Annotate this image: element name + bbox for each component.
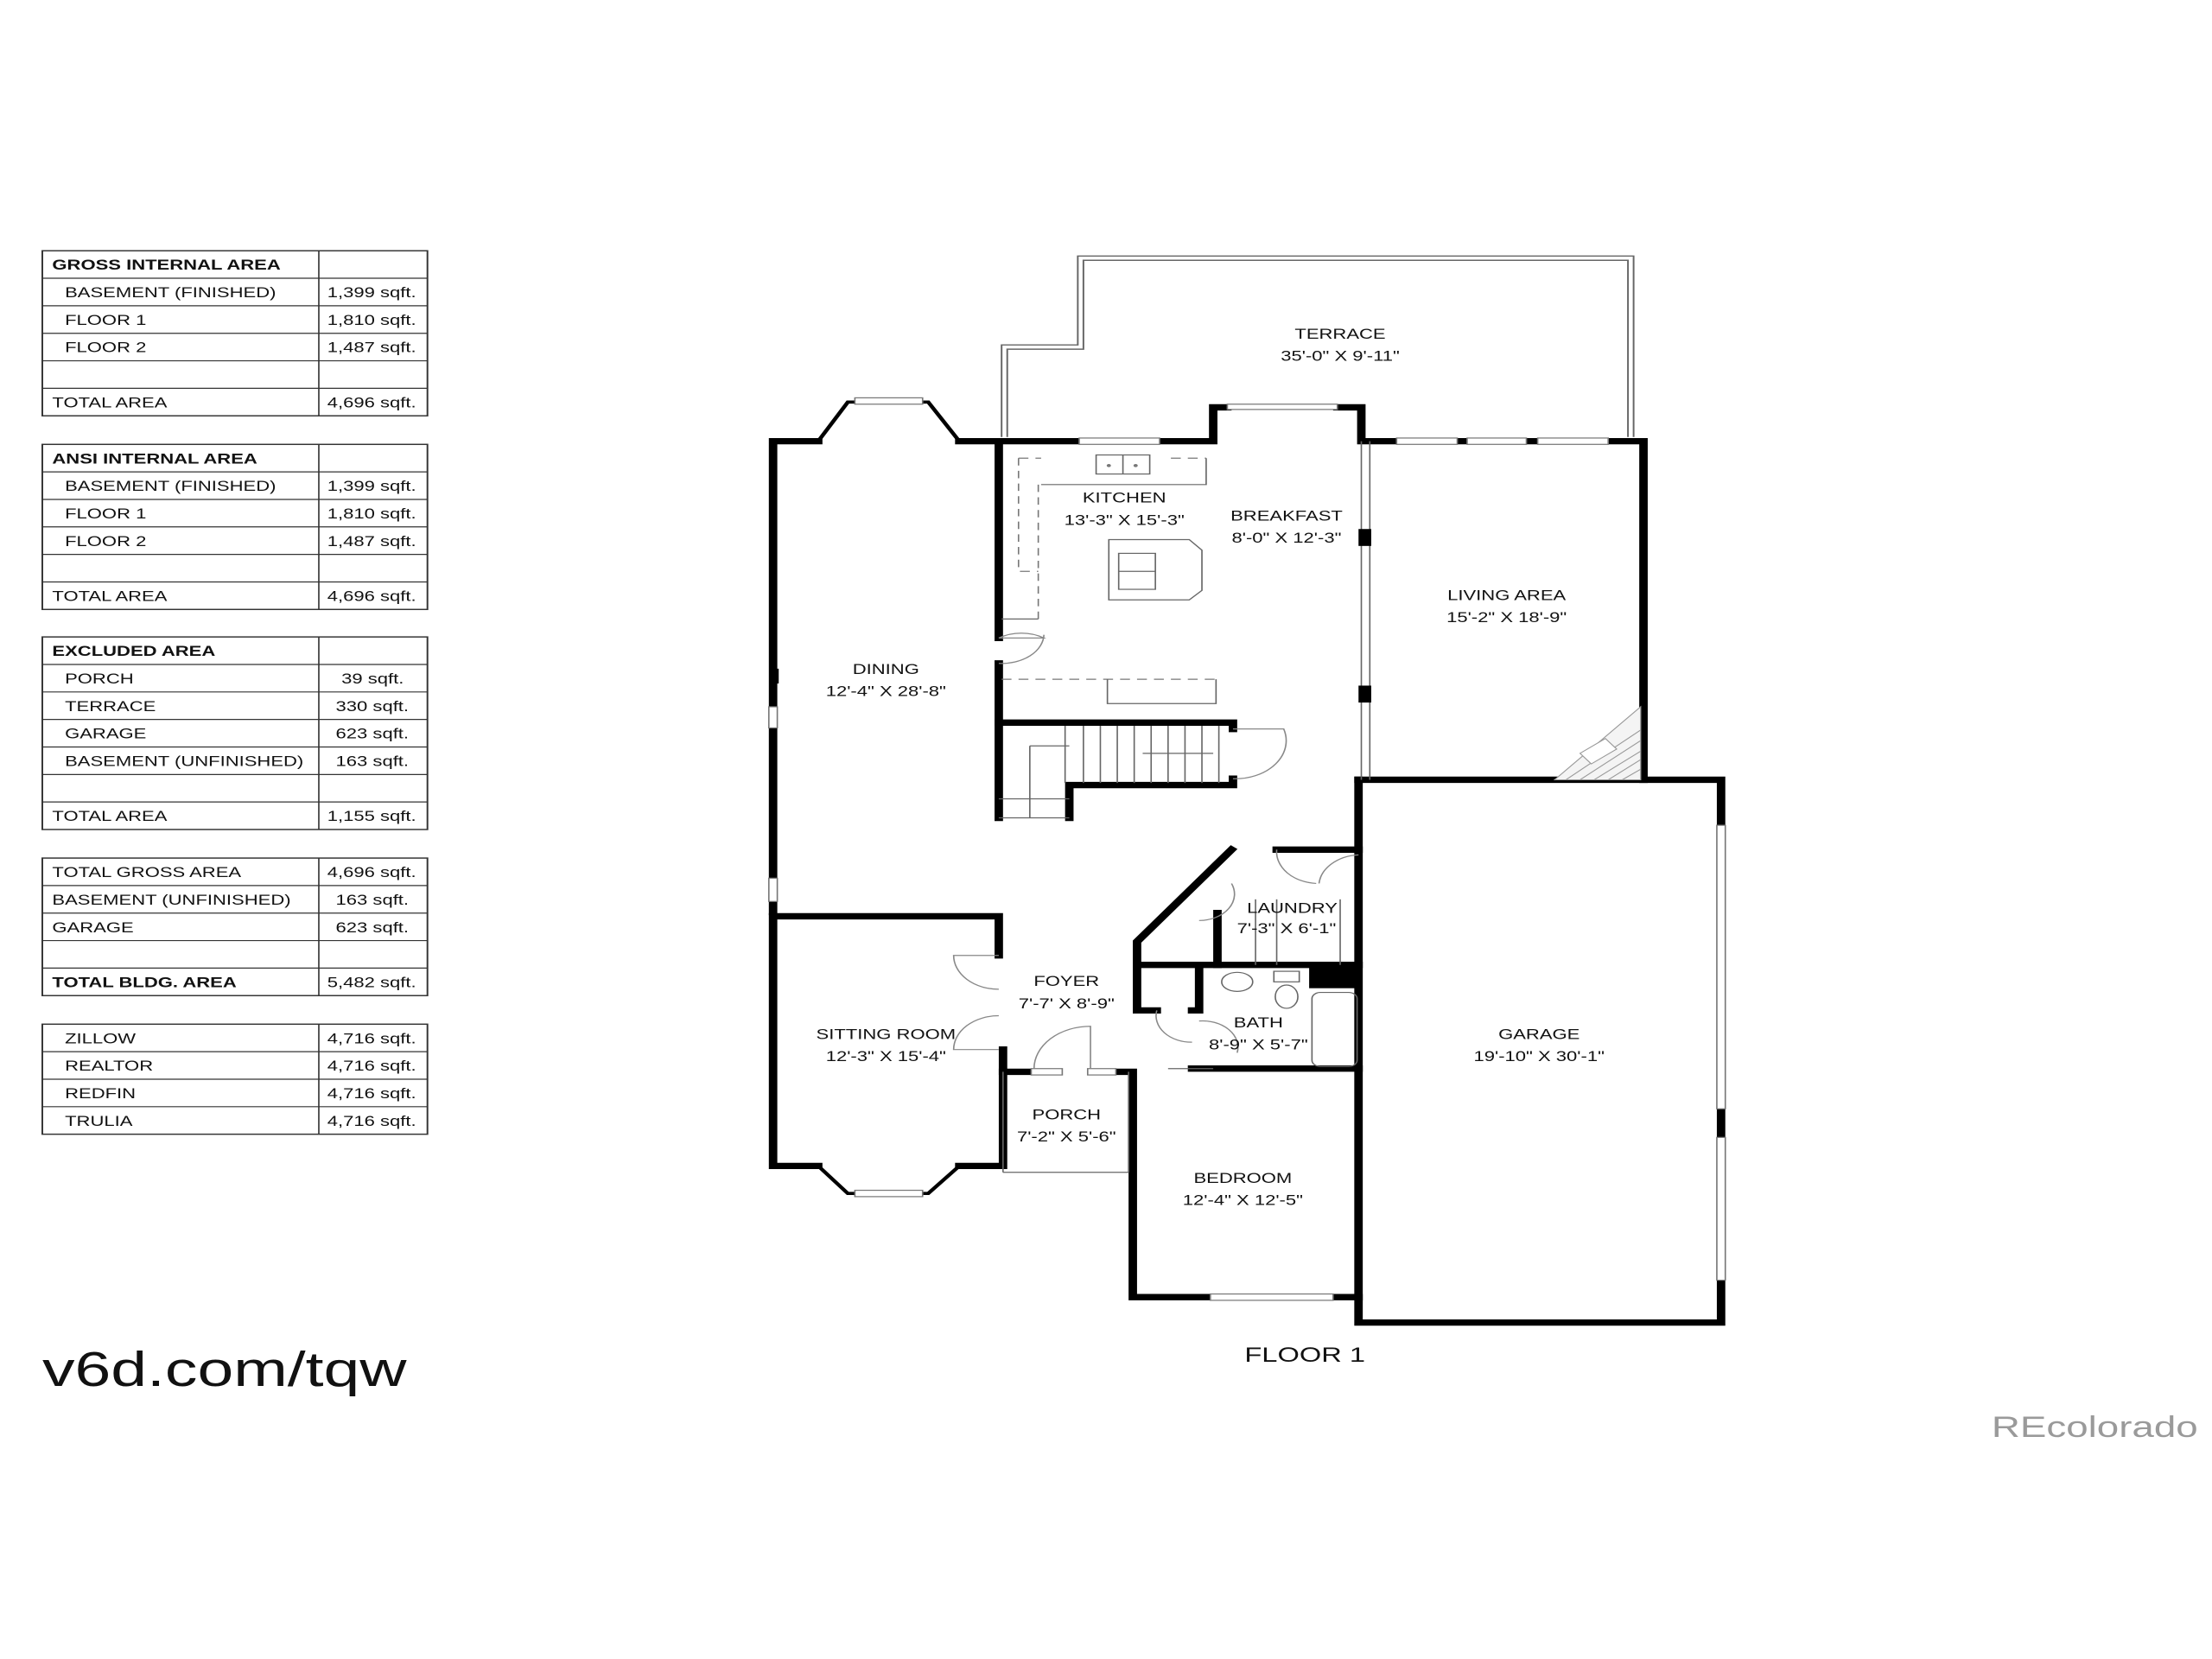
area-tables: GROSS INTERNAL AREA BASEMENT (FINISHED) …: [41, 250, 429, 1135]
kitchen-fixtures: [998, 454, 1217, 704]
room-name-sitting-room: SITTING ROOM: [817, 1027, 957, 1043]
table-total-value: 1,155 sqft.: [327, 809, 416, 825]
room-name-bath: BATH: [1234, 1015, 1283, 1032]
table-total-label: TOTAL BLDG. AREA: [52, 975, 236, 991]
short-link[interactable]: v6d.com/tqw: [42, 1343, 408, 1397]
table-row-label: FLOOR 1: [65, 312, 146, 328]
table-row-label: REALTOR: [65, 1058, 153, 1075]
table-title: ANSI INTERNAL AREA: [52, 451, 257, 467]
room-name-terrace: TERRACE: [1294, 326, 1385, 342]
table-row-value: 1,399 sqft.: [327, 285, 416, 302]
table-row-value: 623 sqft.: [336, 919, 409, 936]
table-row-value: 1,487 sqft.: [327, 340, 416, 356]
ansi-internal-area-table: ANSI INTERNAL AREA BASEMENT (FINISHED) 1…: [41, 443, 429, 611]
table-row-value: 4,716 sqft.: [327, 1086, 416, 1103]
table-row-label: TOTAL GROSS AREA: [52, 865, 241, 881]
table-row-label: REDFIN: [65, 1086, 136, 1103]
room-dims-breakfast: 8'-0" X 12'-3": [1232, 531, 1342, 547]
floor-plan: TERRACE 35'-0" X 9'-11" KITCHEN 13'-3" X…: [767, 255, 1726, 1367]
room-name-porch: PORCH: [1033, 1107, 1102, 1123]
listing-sites-table: ZILLOW 4,716 sqft. REALTOR 4,716 sqft. R…: [41, 1023, 429, 1135]
table-row-label: BASEMENT (UNFINISHED): [65, 753, 303, 770]
table-row-value: 4,716 sqft.: [327, 1031, 416, 1047]
room-dims-terrace: 35'-0" X 9'-11": [1281, 348, 1400, 365]
recolorado-watermark: REcolorado: [1992, 1409, 2198, 1443]
room-name-kitchen: KITCHEN: [1083, 490, 1166, 506]
table-row-value: 330 sqft.: [336, 698, 409, 715]
table-row-label: FLOOR 2: [65, 533, 146, 550]
foyer-doors: [952, 955, 1214, 1173]
table-row-value: 1,399 sqft.: [327, 479, 416, 495]
room-name-bedroom: BEDROOM: [1193, 1171, 1292, 1187]
room-name-living: LIVING AREA: [1447, 588, 1566, 604]
room-name-breakfast: BREAKFAST: [1230, 508, 1343, 524]
table-title: EXCLUDED AREA: [52, 644, 215, 660]
table-row-label: GARAGE: [65, 726, 146, 742]
table-row-label: BASEMENT (UNFINISHED): [52, 893, 290, 909]
building-area-table: TOTAL GROSS AREA 4,696 sqft. BASEMENT (U…: [41, 857, 429, 996]
table-total-label: TOTAL AREA: [52, 809, 167, 825]
table-total-label: TOTAL AREA: [52, 588, 167, 605]
exterior-walls: [768, 400, 1726, 1326]
room-name-foyer: FOYER: [1033, 974, 1099, 990]
table-row-label: FLOOR 2: [65, 340, 146, 356]
room-dims-foyer: 7'-7' X 8'-9": [1019, 996, 1115, 1013]
table-total-label: TOTAL AREA: [52, 395, 167, 411]
table-row-label: FLOOR 1: [65, 506, 146, 523]
room-dims-porch: 7'-2" X 5'-6": [1017, 1129, 1116, 1146]
table-row-label: PORCH: [65, 671, 134, 688]
table-row-value: 1,487 sqft.: [327, 533, 416, 550]
terrace-outline: [1001, 255, 1635, 437]
room-labels: TERRACE 35'-0" X 9'-11" KITCHEN 13'-3" X…: [817, 326, 1605, 1209]
room-name-laundry: LAUNDRY: [1247, 900, 1338, 917]
room-dims-living: 15'-2" X 18'-9": [1446, 610, 1567, 626]
table-row-value: 4,696 sqft.: [327, 865, 416, 881]
table-title: GROSS INTERNAL AREA: [52, 257, 280, 274]
gross-internal-area-table: GROSS INTERNAL AREA BASEMENT (FINISHED) …: [41, 250, 429, 416]
table-row-label: TRULIA: [65, 1113, 132, 1129]
room-dims-sitting-room: 12'-3" X 15'-4": [826, 1049, 946, 1065]
table-row-value: 1,810 sqft.: [327, 506, 416, 523]
room-name-garage: GARAGE: [1498, 1027, 1580, 1043]
table-row-label: BASEMENT (FINISHED): [65, 479, 276, 495]
table-total-value: 5,482 sqft.: [327, 975, 416, 991]
room-name-dining: DINING: [853, 662, 919, 678]
table-row-value: 39 sqft.: [341, 671, 404, 688]
floor-label: FLOOR 1: [1244, 1344, 1365, 1367]
table-row-label: GARAGE: [52, 919, 133, 936]
table-row-value: 163 sqft.: [336, 893, 409, 909]
table-total-value: 4,696 sqft.: [327, 588, 416, 605]
room-dims-bath: 8'-9" X 5'-7": [1209, 1037, 1308, 1053]
table-row-value: 4,716 sqft.: [327, 1058, 416, 1075]
interior-walls: [770, 437, 1371, 1072]
room-dims-bedroom: 12'-4" X 12'-5": [1183, 1192, 1303, 1209]
room-dims-kitchen: 13'-3" X 15'-3": [1065, 512, 1185, 529]
table-row-value: 163 sqft.: [336, 753, 409, 770]
table-row-label: TERRACE: [65, 698, 156, 715]
table-row-value: 4,716 sqft.: [327, 1113, 416, 1129]
room-dims-dining: 12'-4" X 28'-8": [826, 683, 946, 700]
table-row-label: ZILLOW: [65, 1031, 137, 1047]
table-row-value: 1,810 sqft.: [327, 312, 416, 328]
table-row-value: 623 sqft.: [336, 726, 409, 742]
room-dims-garage: 19'-10" X 30'-1": [1474, 1049, 1605, 1065]
table-row-label: BASEMENT (FINISHED): [65, 285, 276, 302]
bath-fixtures: [1155, 849, 1359, 1067]
staircase: [998, 726, 1287, 819]
room-dims-laundry: 7'-3" X 6'-1": [1237, 921, 1337, 938]
fireplace-icon: [1553, 705, 1642, 780]
windows: [767, 397, 1726, 1301]
excluded-area-table: EXCLUDED AREA PORCH 39 sqft. TERRACE 330…: [41, 636, 429, 830]
table-total-value: 4,696 sqft.: [327, 395, 416, 411]
